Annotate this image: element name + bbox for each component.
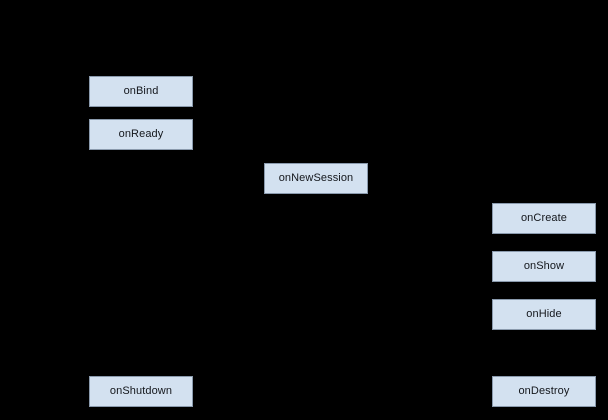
node-on-shutdown[interactable]: onShutdown [89, 376, 193, 407]
node-on-hide[interactable]: onHide [492, 299, 596, 330]
node-on-new-session[interactable]: onNewSession [264, 163, 368, 194]
node-on-destroy[interactable]: onDestroy [492, 376, 596, 407]
node-on-show[interactable]: onShow [492, 251, 596, 282]
node-on-create[interactable]: onCreate [492, 203, 596, 234]
node-on-bind[interactable]: onBind [89, 76, 193, 107]
node-on-ready[interactable]: onReady [89, 119, 193, 150]
